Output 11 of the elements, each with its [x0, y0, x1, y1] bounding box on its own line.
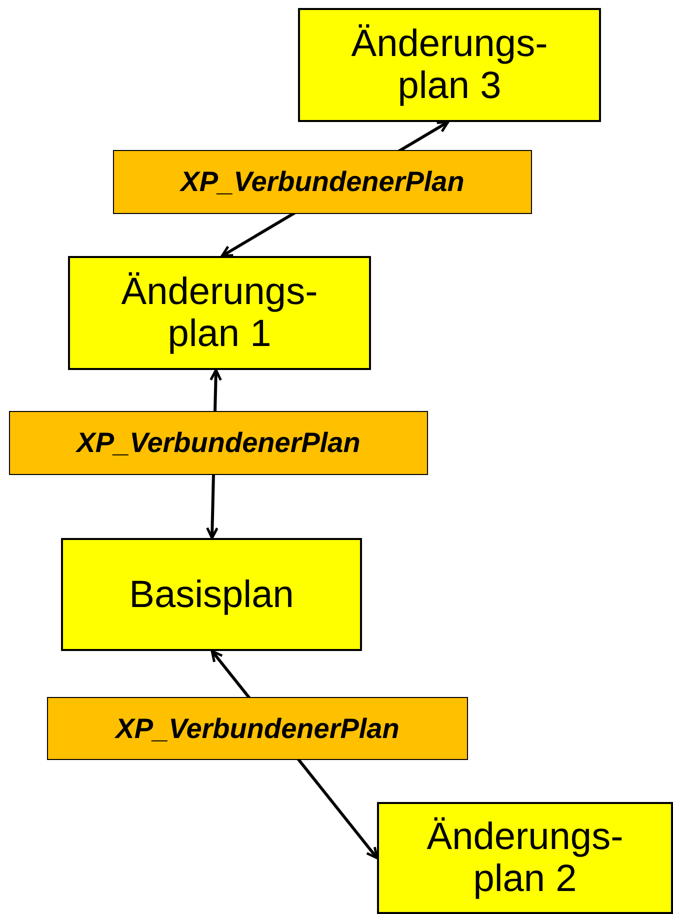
- plan-name: Änderungs- plan 1: [120, 271, 319, 355]
- edge-label: XP_VerbundenerPlan: [47, 697, 468, 760]
- plan-name: Änderungs- plan 3: [350, 23, 549, 107]
- plan-box: [68, 256, 371, 370]
- plan-box: [61, 538, 362, 651]
- plan-box: [377, 802, 673, 914]
- plan-name: Änderungs- plan 2: [426, 816, 624, 900]
- edge-label: XP_VerbundenerPlan: [113, 150, 532, 214]
- plan-box: [298, 8, 601, 122]
- plan-name: Basisplan: [129, 574, 294, 616]
- edge-label: XP_VerbundenerPlan: [9, 411, 428, 475]
